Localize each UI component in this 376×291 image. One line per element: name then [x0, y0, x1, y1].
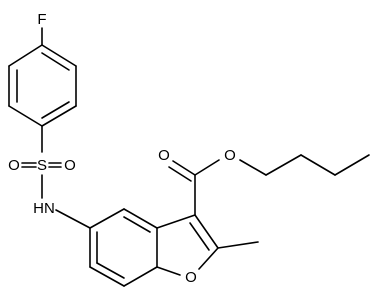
- atom-furan-oxygen: O: [185, 269, 197, 286]
- furan-ring: [156, 214, 259, 276]
- benzofuran-benzene-ring: [55, 208, 158, 287]
- bond-c3-c2-inner: [189, 222, 210, 251]
- bond-ring1-c: [8, 105, 43, 127]
- bond-ring1-inner-c: [41, 52, 70, 71]
- bond-carbonyl-o-2: [168, 166, 192, 182]
- bond-ring1-f: [41, 44, 77, 67]
- fluorophenyl-ring: [8, 27, 77, 127]
- bond-ring1-a: [8, 44, 43, 67]
- bond-c3a-c3: [156, 214, 196, 229]
- bond-butyl-1: [265, 154, 302, 176]
- bond-ring2-inner-a: [123, 216, 151, 233]
- atom-sulfur: S: [37, 157, 47, 174]
- butyl-ester-group: [168, 154, 370, 216]
- bond-c2-methyl: [217, 241, 259, 249]
- bond-carbonyl-ester-o: [194, 159, 220, 176]
- atom-sulfonyl-oxygen-right: O: [64, 157, 76, 174]
- atom-ester-oxygen: O: [224, 147, 236, 164]
- bond-ring1-inner-b: [41, 101, 70, 119]
- sulfonamide-group: [21, 125, 62, 199]
- bond-ring2-b: [123, 208, 158, 229]
- atom-sulfonyl-oxygen-left: O: [8, 157, 20, 174]
- bond-butyl-2: [300, 154, 336, 176]
- bond-c3-c2: [194, 214, 219, 249]
- bond-ester-o-c1: [239, 159, 267, 176]
- bond-butyl-3: [334, 154, 370, 176]
- bond-n-c5: [55, 209, 91, 229]
- atom-carbonyl-oxygen: O: [158, 147, 170, 164]
- bond-o1-c7a: [156, 266, 181, 276]
- bond-ring2-inner-b: [96, 262, 125, 279]
- bond-ring2-a: [89, 208, 125, 229]
- atom-amine: HN: [33, 200, 55, 217]
- bond-ring1-d: [41, 105, 77, 127]
- bond-ring2-e: [89, 266, 125, 287]
- atom-fluorine: F: [37, 11, 46, 28]
- bond-c2-o1: [198, 247, 219, 270]
- bond-carbonyl-o: [172, 160, 196, 176]
- bond-ring2-d: [123, 266, 158, 287]
